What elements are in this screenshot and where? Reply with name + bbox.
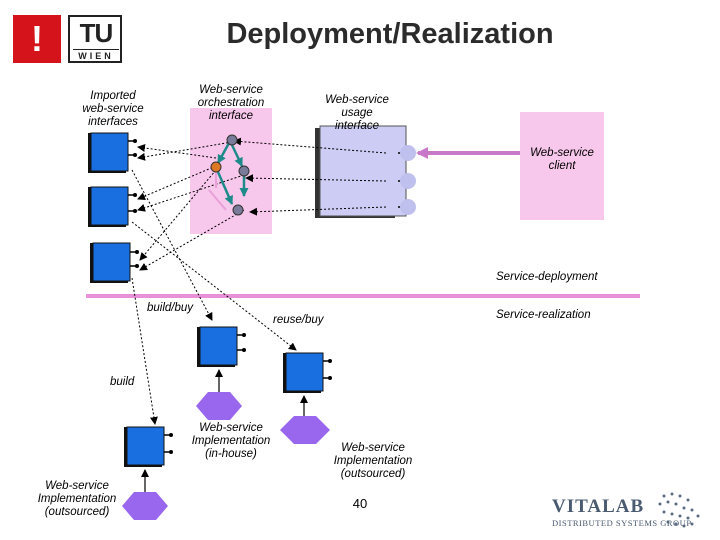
component-outsourced-right: [283, 352, 332, 393]
alert-logo-mark: !: [31, 18, 43, 59]
label-usage-line-2: usage: [341, 107, 373, 119]
implementation-outsourced-left-hexagon: [122, 492, 168, 520]
client-panel: [520, 112, 604, 220]
wien-logo-text: WIEN: [73, 49, 119, 61]
label-service-realization: Service-realization: [496, 309, 591, 321]
component-outsourced-left: [124, 426, 173, 467]
label-imported-line-1: Imported: [90, 90, 136, 102]
label-imported-line-2: web-service: [82, 103, 144, 115]
implementation-outsourced-right-hexagon: [280, 416, 330, 444]
usage-to-orchestration-arrows: [233, 137, 387, 216]
label-usage-line-1: Web-service: [325, 94, 389, 106]
tu-logo-text: TU: [79, 18, 114, 48]
label-impl-outsourced-left-line-1: Web-service: [45, 480, 109, 492]
orchestration-node-bottom: [232, 204, 244, 216]
label-service-deployment: Service-deployment: [496, 271, 598, 283]
usage-port-3: [400, 199, 416, 215]
label-impl-outsourced-left: Web-service Implementation (outsourced): [22, 480, 132, 519]
label-usage: Web-service usage interface: [302, 94, 412, 133]
label-impl-outsourced-right-line-1: Web-service: [341, 442, 405, 454]
label-impl-inhouse-line-2: Implementation: [191, 435, 271, 447]
label-orchestration-line-2: orchestration: [197, 97, 265, 109]
label-orchestration-line-1: Web-service: [199, 84, 263, 96]
label-impl-outsourced-left-line-2: Implementation: [37, 493, 117, 505]
label-impl-outsourced-right-line-3: (outsourced): [340, 468, 406, 480]
orchestration-to-imported-arrows: [137, 141, 245, 271]
implementation-arrows: [141, 369, 308, 492]
orchestration-panel: [190, 108, 272, 234]
orchestration-flow: [208, 134, 250, 216]
component-inhouse: [197, 326, 246, 367]
deployment-arrows: [131, 169, 297, 425]
label-usage-line-3: interface: [334, 120, 380, 132]
alert-logo: !: [13, 15, 61, 63]
usage-port-1: [400, 145, 416, 161]
imported-component-3: [90, 242, 139, 283]
label-imported-line-3: interfaces: [88, 116, 138, 128]
label-build: build: [110, 376, 135, 388]
tu-wien-logo: TU WIEN: [68, 15, 122, 63]
orchestration-node-right: [238, 165, 250, 177]
orchestration-node-top: [226, 134, 238, 146]
label-orchestration: Web-service orchestration interface: [176, 84, 286, 123]
slide-title: Deployment/Realization: [226, 18, 554, 50]
label-impl-inhouse: Web-service Implementation (in-house): [176, 422, 286, 461]
usage-port-2: [400, 173, 416, 189]
imported-component-2: [88, 186, 137, 227]
imported-component-1: [88, 132, 137, 173]
label-impl-outsourced-left-line-3: (outsourced): [44, 506, 110, 518]
label-orchestration-line-3: interface: [208, 110, 254, 122]
label-client-line-2: client: [548, 160, 576, 172]
label-client: Web-service client: [512, 147, 612, 173]
implementation-inhouse-hexagon: [196, 392, 242, 420]
label-client-line-1: Web-service: [530, 147, 594, 159]
label-imported: Imported web-service interfaces: [58, 90, 168, 129]
orchestration-node-left: [210, 161, 222, 173]
usage-panel: [319, 125, 407, 217]
vitalab-logo-subtitle: DISTRIBUTED SYSTEMS GROUP: [552, 518, 692, 528]
page-number: 40: [352, 496, 368, 511]
label-build-buy: build/buy: [147, 302, 194, 314]
label-impl-inhouse-line-1: Web-service: [199, 422, 263, 434]
vitalab-dot-mark: [658, 492, 700, 528]
label-impl-outsourced-right: Web-service Implementation (outsourced): [318, 442, 428, 481]
label-reuse-buy: reuse/buy: [273, 314, 324, 326]
label-impl-inhouse-line-3: (in-house): [205, 448, 257, 460]
label-impl-outsourced-right-line-2: Implementation: [333, 455, 413, 467]
vitalab-logo-text: VITALAB: [552, 496, 645, 517]
